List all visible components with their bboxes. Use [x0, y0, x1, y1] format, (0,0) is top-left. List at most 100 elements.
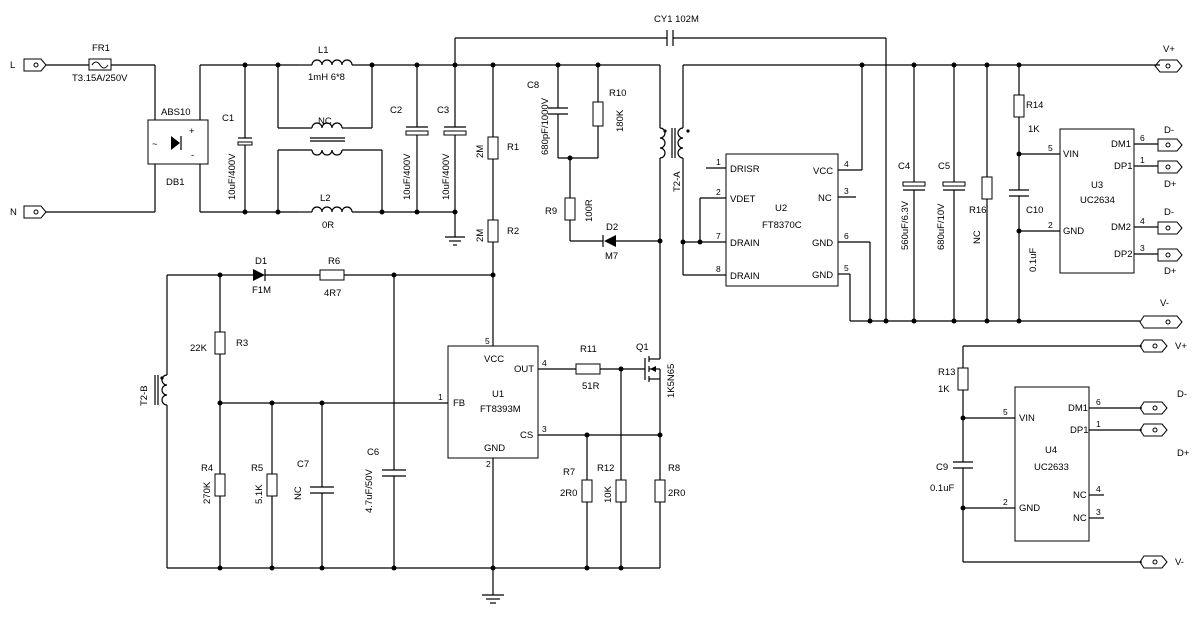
C5-ref: C5: [938, 161, 950, 172]
bridge-ref-bot: DB1: [166, 177, 184, 188]
U1-pin4-name: OUT: [514, 364, 534, 375]
resistor-R4: R4 270K: [201, 463, 226, 568]
U2-pin8-num: 8: [716, 264, 721, 274]
U3-pin1-num: 1: [1140, 155, 1145, 165]
C2-value: 10uF/400V: [402, 153, 413, 200]
capacitor-C5: C5 680uF/10V: [936, 65, 966, 321]
U2-pin3-name: NC: [818, 193, 832, 204]
terminal-u3-dm2: D-: [1157, 207, 1183, 235]
transformer-T2B: T2-B: [139, 275, 168, 568]
vplus-bot-label: V+: [1175, 341, 1187, 352]
Q1-value: 1K5N65: [666, 364, 677, 398]
C10-ref: C10: [1026, 205, 1043, 216]
C2-ref: C2: [390, 105, 402, 116]
C5-value: 680uF/10V: [936, 203, 947, 250]
U1-part: FT8393M: [480, 404, 521, 415]
U4-pin2-num: 2: [1003, 497, 1008, 507]
C3-value: 10uF/400V: [441, 153, 452, 200]
D1-ref: D1: [255, 256, 267, 267]
Q1-ref: Q1: [636, 342, 649, 353]
U2-ref: U2: [775, 203, 787, 214]
U2-pin1-name: DRISR: [730, 164, 760, 175]
R2-value: 2M: [475, 229, 486, 242]
resistor-R5: R5 5.1K: [251, 403, 278, 568]
D1-value: F1M: [252, 285, 271, 296]
capacitor-C4: C4 560uF/6.3V: [898, 65, 926, 321]
U4-pin3-name: NC: [1073, 513, 1087, 524]
R2-ref: R2: [507, 226, 519, 237]
U3-pin5-name: VIN: [1063, 149, 1079, 160]
U4-pin1-name: DP1: [1070, 425, 1088, 436]
R11-ref: R11: [580, 344, 597, 355]
C7-ref: C7: [297, 459, 309, 470]
capacitor-C9: C9 0.1uF: [930, 461, 973, 562]
R10-ref: R10: [609, 88, 626, 99]
resistor-R9: R9 100R: [545, 158, 603, 242]
D2-ref: D2: [606, 222, 618, 233]
U4-pin4-num: 4: [1096, 484, 1101, 494]
R3-value: 22K: [190, 343, 208, 354]
R13-value: 1K: [938, 384, 950, 395]
U3-ref: U3: [1091, 180, 1103, 191]
U1-ref: U1: [492, 389, 504, 400]
u3-dm-label: D-: [1164, 125, 1174, 136]
resistor-R16: R16 NC: [969, 65, 993, 321]
C6-ref: C6: [367, 447, 379, 458]
U2-pin5-name: GND: [812, 270, 833, 281]
U4-pin2-name: GND: [1019, 503, 1040, 514]
resistor-R1: R1 2M: [475, 65, 519, 220]
U2-pin8-name: DRAIN: [730, 271, 760, 282]
U3-pin1-name: DP1: [1114, 161, 1132, 172]
R3-ref: R3: [236, 338, 248, 349]
U1-pin1-num: 1: [438, 392, 443, 402]
terminal-N-label: N: [10, 207, 17, 218]
R9-value: 100R: [584, 199, 595, 222]
bridge-DB1: ABS10 DB1 ~ + -: [46, 65, 209, 213]
U4-pin3-num: 3: [1096, 507, 1101, 517]
U3-pin4-name: DM2: [1111, 222, 1131, 233]
R16-ref: R16: [969, 205, 986, 216]
fuse-value: T3.15A/250V: [72, 73, 128, 84]
L1-ref: L1: [318, 45, 329, 56]
R1-ref: R1: [507, 142, 519, 153]
resistor-R7: R7 2R0: [560, 435, 593, 568]
U2-pin2-name: VDET: [730, 194, 756, 205]
terminal-vplus-top: V+: [1154, 44, 1183, 73]
C4-ref: C4: [898, 161, 910, 172]
bridge-ref-top: ABS10: [161, 107, 191, 118]
U4-pin1-num: 1: [1096, 419, 1101, 429]
T2A-label: T2-A: [672, 171, 683, 192]
U1-pin3-num: 3: [542, 424, 547, 434]
capacitor-C6: C6 4.7uF/50V: [364, 275, 406, 568]
u4-dp-label: D+: [1177, 448, 1190, 459]
terminal-u3-dm1: D-: [1157, 125, 1183, 152]
choke-ref: NC: [318, 116, 332, 127]
diode-D1: D1 F1M: [167, 256, 320, 296]
U2-pin4-num: 4: [844, 159, 849, 169]
U1-pin5-num: 5: [485, 336, 490, 346]
R8-value: 2R0: [668, 488, 685, 499]
D2-value: M7: [605, 251, 618, 262]
U3-pin6-name: DM1: [1111, 139, 1131, 150]
resistor-R14: R14 1K: [1013, 65, 1043, 190]
U4-pin6-num: 6: [1096, 397, 1101, 407]
U4-part: UC2633: [1034, 462, 1069, 473]
inductor-L1: L1 1mH 6*8: [298, 45, 382, 83]
U3-pin6-num: 6: [1140, 133, 1145, 143]
resistor-R13: R13 1K: [938, 346, 969, 462]
C1-ref: C1: [222, 113, 234, 124]
U3-pin5-num: 5: [1048, 143, 1053, 153]
U1-pin2-num: 2: [486, 459, 491, 469]
C6-value: 4.7uF/50V: [364, 469, 375, 513]
C9-value: 0.1uF: [930, 483, 954, 494]
vplus-top-label: V+: [1163, 44, 1175, 55]
terminal-u3-dp1: D+: [1157, 160, 1183, 190]
mosfet-Q1: Q1 1K5N65: [636, 342, 677, 435]
resistor-R3: R3 22K: [190, 275, 248, 474]
vminus-top-label: V-: [1160, 298, 1169, 309]
capacitor-C7: C7 NC: [293, 403, 334, 568]
capacitor-C2: C2 10uF/400V: [390, 65, 429, 212]
R9-ref: R9: [545, 206, 557, 217]
C7-value: NC: [293, 486, 304, 500]
